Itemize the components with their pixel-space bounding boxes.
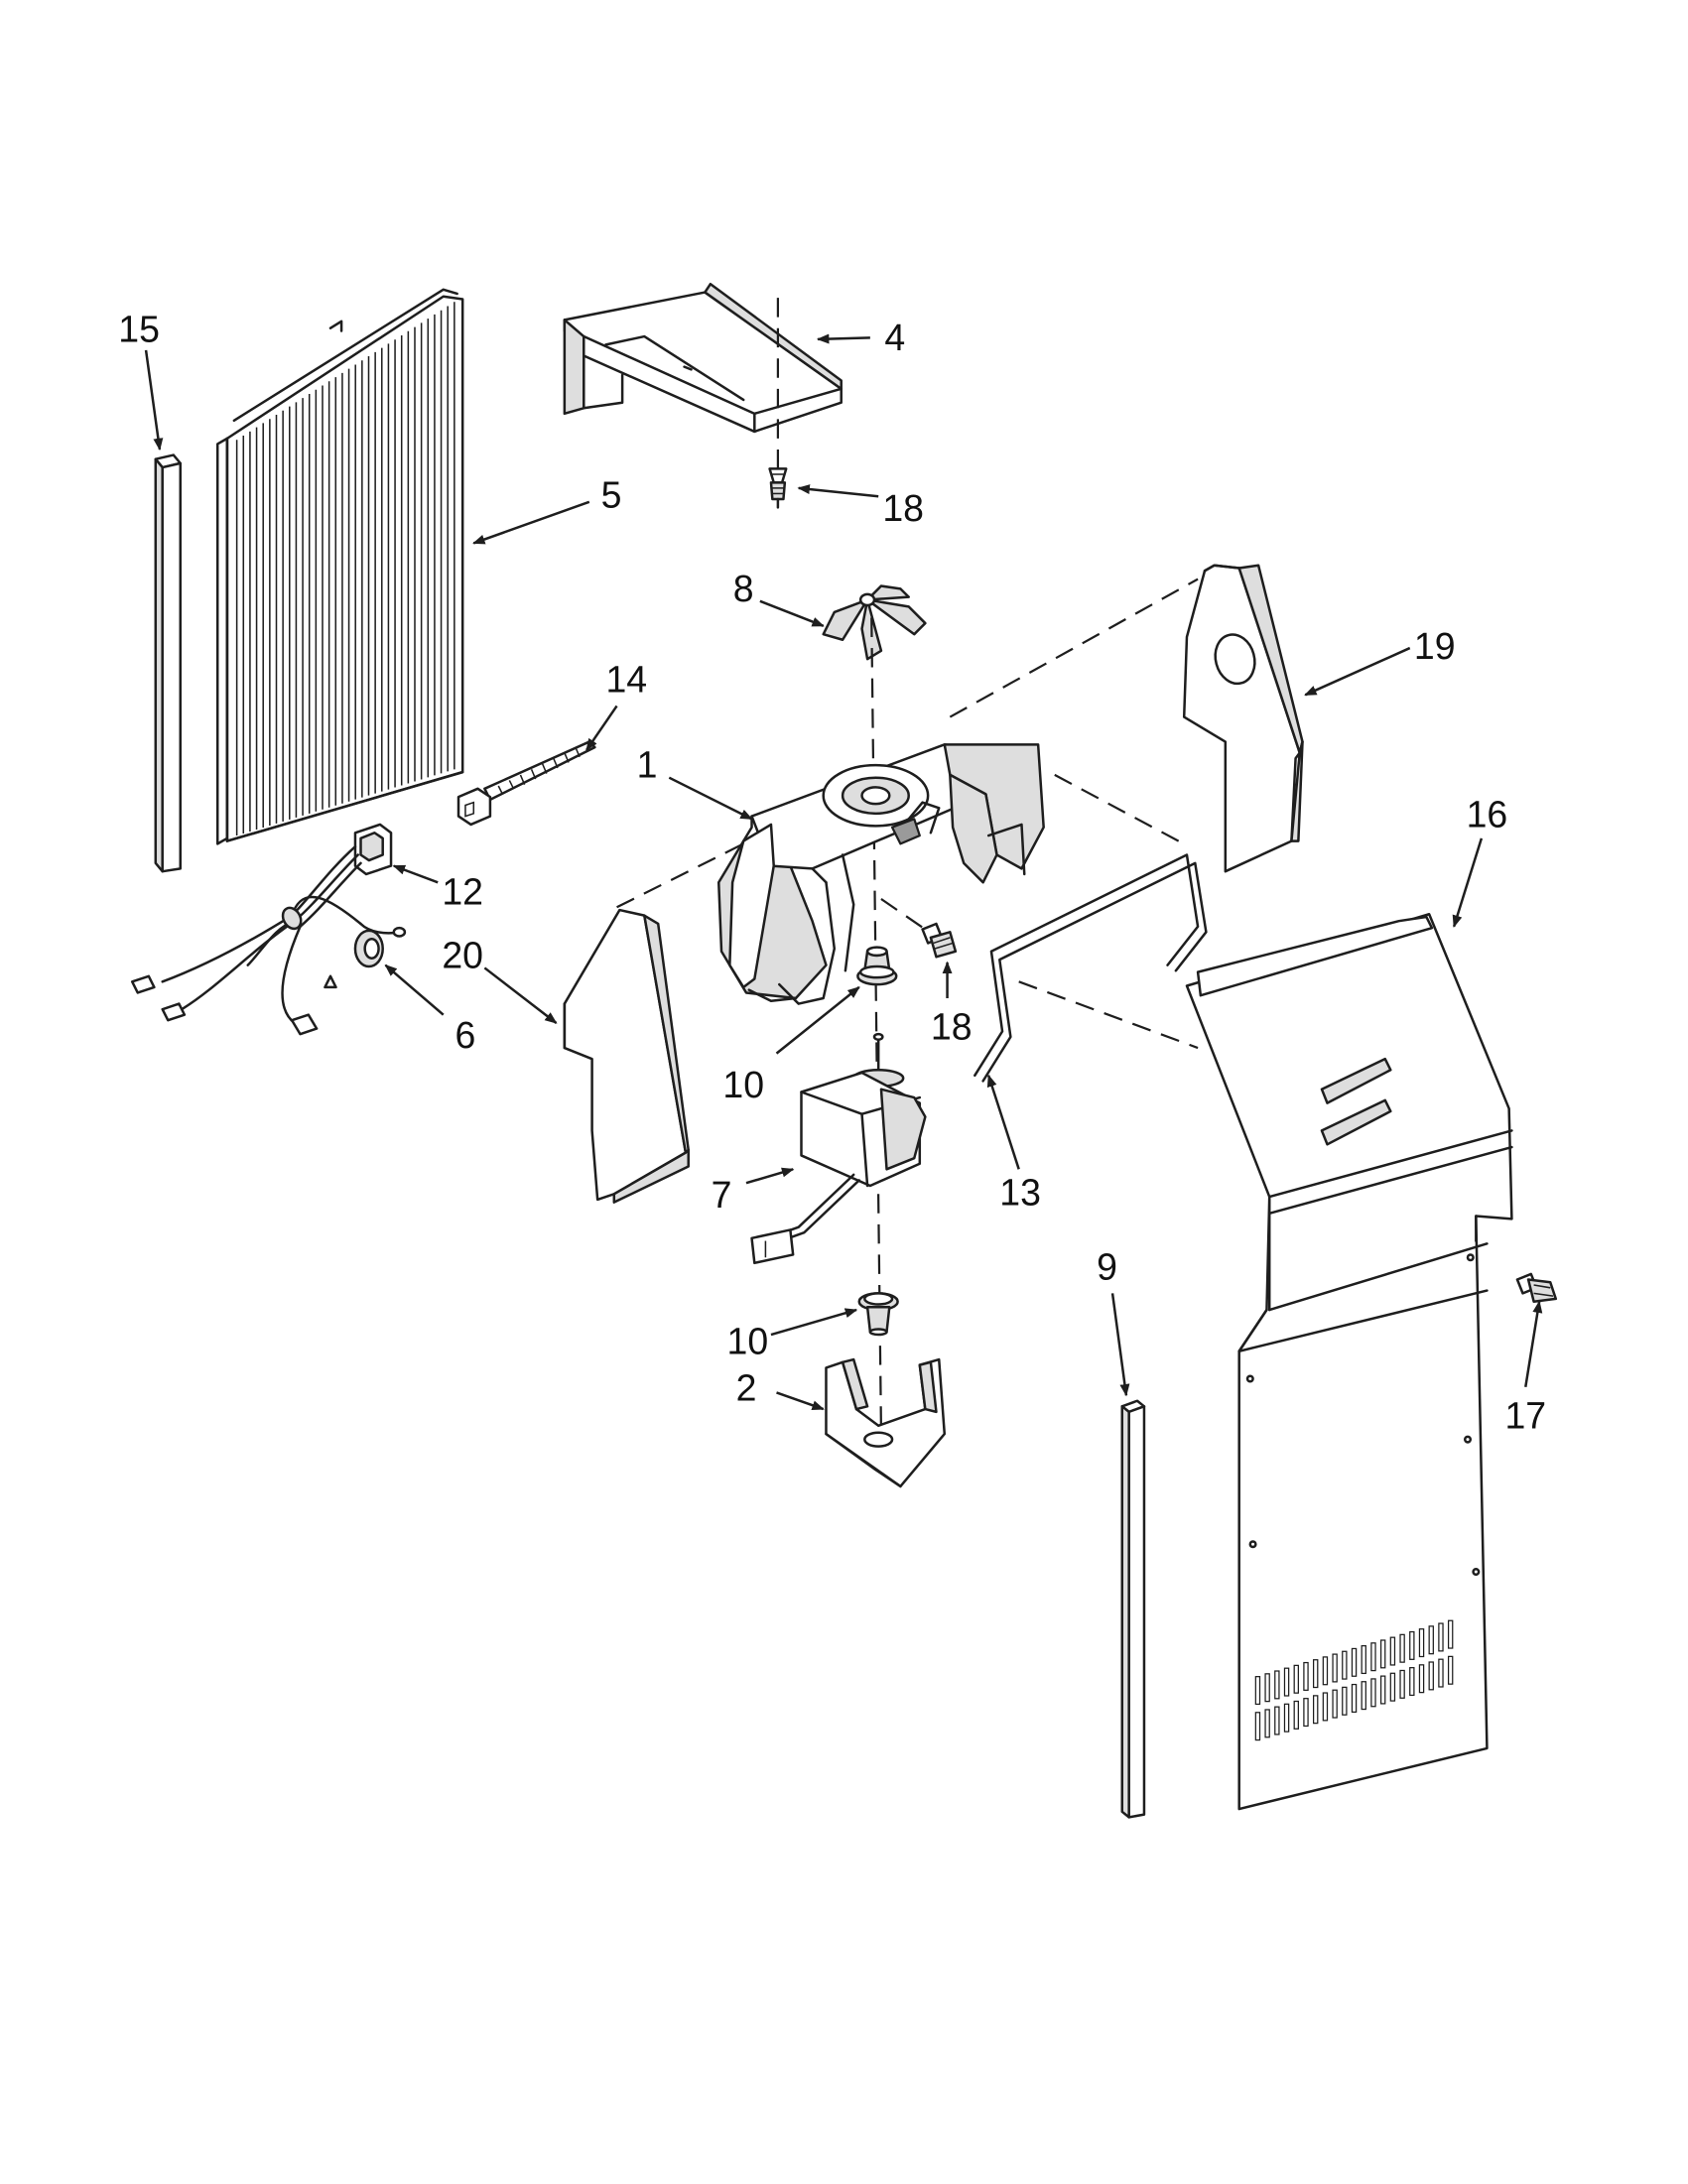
vent-slot bbox=[1332, 1653, 1338, 1683]
part-5-evaporator-cover-panel bbox=[215, 288, 464, 845]
vent-slot bbox=[1370, 1642, 1376, 1672]
callout-20: 20 bbox=[442, 934, 483, 975]
part-20-dash-line bbox=[616, 842, 744, 909]
vent-slot bbox=[1409, 1667, 1415, 1697]
part-1-fan-shroud-housing bbox=[716, 743, 1045, 1005]
vent-slot bbox=[1399, 1633, 1405, 1663]
part-14-cable-tie bbox=[456, 740, 596, 827]
vent-slot bbox=[1254, 1676, 1261, 1706]
vent-slot bbox=[1389, 1672, 1396, 1702]
vent-slot bbox=[1312, 1695, 1319, 1725]
part-19-dash-line bbox=[949, 578, 1199, 718]
part-18-screw-top bbox=[768, 467, 788, 509]
callout-8: 8 bbox=[733, 568, 754, 609]
vent-slot bbox=[1389, 1636, 1396, 1666]
vent-slot bbox=[1322, 1692, 1329, 1722]
vent-slot bbox=[1351, 1647, 1358, 1677]
vent-slot bbox=[1438, 1622, 1444, 1652]
part-16-back-panel bbox=[1185, 913, 1513, 1811]
callout-10: 10 bbox=[727, 1320, 769, 1361]
callout-5: 5 bbox=[601, 473, 622, 515]
vent-slot bbox=[1428, 1625, 1434, 1655]
part-15-gasket-strip bbox=[154, 453, 183, 873]
part-4-top-air-duct bbox=[563, 282, 843, 434]
callout-2: 2 bbox=[736, 1367, 757, 1409]
callout-13: 13 bbox=[999, 1171, 1041, 1213]
part-10-bushing-lower bbox=[857, 1292, 899, 1337]
vent-slot bbox=[1438, 1658, 1444, 1688]
vent-slot bbox=[1264, 1673, 1270, 1703]
vent-slot bbox=[1342, 1650, 1348, 1680]
panel-ribs bbox=[235, 302, 455, 836]
vent-slot bbox=[1447, 1655, 1454, 1685]
callout-19: 19 bbox=[1414, 625, 1456, 667]
part-6-grommet bbox=[353, 929, 384, 968]
callout-17: 17 bbox=[1504, 1395, 1546, 1437]
vent-slot bbox=[1274, 1706, 1280, 1735]
vent-slot bbox=[1283, 1703, 1290, 1733]
part-7-fan-motor bbox=[750, 1032, 927, 1265]
callout-16: 16 bbox=[1467, 794, 1508, 835]
callout-1: 1 bbox=[637, 744, 658, 786]
part-18-screw-middle bbox=[921, 922, 958, 959]
part-8-fan-blade bbox=[822, 584, 927, 661]
callout-labels: 15 5 4 18 8 19 14 1 16 12 20 6 18 10 13 … bbox=[118, 309, 1546, 1437]
callout-6: 6 bbox=[455, 1014, 476, 1056]
vent-slot bbox=[1293, 1664, 1299, 1694]
vent-slot bbox=[1428, 1661, 1434, 1691]
vent-slot bbox=[1379, 1639, 1386, 1669]
vent-slot bbox=[1361, 1645, 1366, 1675]
vent-slot bbox=[1379, 1675, 1386, 1705]
part-10-bushing-upper bbox=[856, 946, 898, 986]
vent-slot bbox=[1447, 1619, 1454, 1649]
vent-slot bbox=[1351, 1683, 1358, 1713]
vent-slot bbox=[1283, 1667, 1290, 1697]
part-18-dash-line bbox=[880, 898, 926, 931]
callout-18: 18 bbox=[931, 1006, 973, 1048]
leader-arrows bbox=[144, 333, 1543, 1411]
part-13-wire-bracket bbox=[974, 853, 1208, 1083]
callout-12: 12 bbox=[442, 870, 483, 912]
part-19-insulation-right bbox=[1182, 564, 1304, 873]
back-panel-vents bbox=[1254, 1619, 1454, 1741]
part-9-gasket-strip bbox=[1120, 1399, 1146, 1819]
callout-18: 18 bbox=[882, 487, 924, 529]
callout-10: 10 bbox=[722, 1064, 764, 1105]
vent-slot bbox=[1418, 1664, 1425, 1694]
vent-slot bbox=[1370, 1678, 1376, 1708]
callout-4: 4 bbox=[884, 317, 905, 358]
callout-14: 14 bbox=[605, 659, 647, 701]
part-13-dash-lower bbox=[1018, 980, 1199, 1050]
part-20-insulation-left bbox=[563, 908, 690, 1204]
vent-slot bbox=[1409, 1630, 1415, 1660]
vent-slot bbox=[1303, 1698, 1309, 1728]
vent-slot bbox=[1254, 1712, 1261, 1741]
vent-slot bbox=[1293, 1700, 1299, 1730]
vent-slot bbox=[1264, 1709, 1270, 1738]
part-13-dash-upper bbox=[1054, 773, 1180, 842]
vent-slot bbox=[1361, 1681, 1366, 1711]
vent-slot bbox=[1399, 1669, 1405, 1699]
callout-7: 7 bbox=[712, 1174, 732, 1216]
callout-9: 9 bbox=[1097, 1245, 1117, 1287]
part-2-motor-bracket bbox=[825, 1357, 947, 1488]
vent-slot bbox=[1274, 1670, 1280, 1700]
part-17-screw bbox=[1515, 1272, 1558, 1303]
callout-15: 15 bbox=[118, 309, 160, 350]
vent-slot bbox=[1303, 1661, 1309, 1691]
vent-slot bbox=[1312, 1659, 1319, 1689]
vent-slot bbox=[1332, 1689, 1338, 1719]
vent-slot bbox=[1322, 1656, 1329, 1686]
vent-slot bbox=[1418, 1628, 1425, 1658]
part-12-wiring-harness bbox=[130, 823, 407, 1036]
vent-slot bbox=[1342, 1686, 1348, 1716]
